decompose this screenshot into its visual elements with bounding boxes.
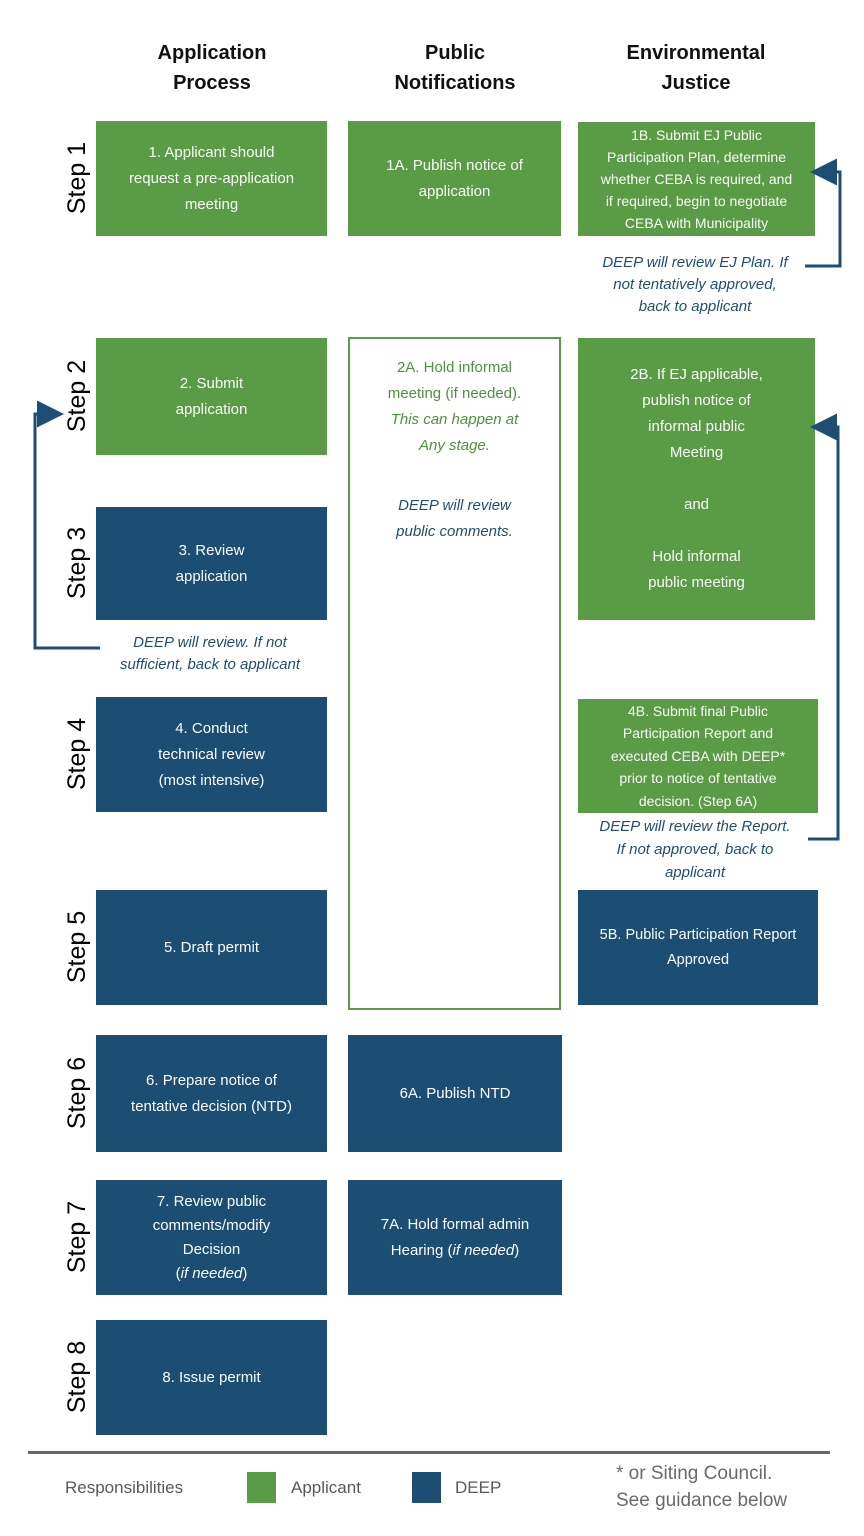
note-deep-will-review: DEEP will review. If not sufficient, bac… [119, 634, 301, 673]
legend-swatch-applicant [247, 1472, 276, 1503]
process-box-6: 6. Prepare notice of tentative decision … [96, 1035, 327, 1152]
column-header-environmental-justice: Environmental Justice [586, 38, 806, 98]
process-box-4: 4. Conduct technical review (most intens… [96, 697, 327, 812]
box-2a-green-text: 2A. Hold informal meeting (if needed). T… [387, 359, 522, 454]
process-box-2a: 2A. Hold informal meeting (if needed). T… [348, 337, 561, 1010]
process-box-3: 3. Review application [96, 507, 327, 620]
step-label-4: Step 4 [63, 717, 91, 791]
legend-label-applicant: Applicant [291, 1478, 361, 1497]
box-7-if-needed-line: (if needed) [175, 1264, 248, 1282]
header-line: Process [173, 72, 251, 94]
step-label-1: Step 1 [63, 141, 91, 215]
legend-swatch-deep [412, 1472, 441, 1503]
column-header-application-process: Application Process [102, 38, 322, 98]
step-label-2: Step 2 [63, 359, 91, 433]
process-box-7a: 7A. Hold formal admin Hearing (if needed… [348, 1180, 562, 1295]
step-label-5: Step 5 [63, 910, 91, 984]
header-line: Environmental [626, 42, 766, 64]
note-deep-review-comments: DEEP will review public comments. [396, 497, 513, 540]
column-header-public-notifications: Public Notifications [345, 38, 565, 98]
process-box-1a: 1A. Publish notice of application [348, 121, 561, 236]
process-box-1: 1. Applicant should request a pre-applic… [96, 121, 327, 236]
process-box-1b: 1B. Submit EJ Public Participation Plan,… [578, 122, 815, 236]
divider-line [28, 1451, 830, 1454]
process-box-5b: 5B. Public Participation Report Approved [578, 890, 818, 1005]
header-line: Justice [661, 72, 731, 94]
process-box-6a: 6A. Publish NTD [348, 1035, 562, 1152]
process-box-4b: 4B. Submit final Public Participation Re… [578, 699, 818, 813]
process-box-8: 8. Issue permit [96, 1320, 327, 1435]
header-line: Public [424, 42, 485, 64]
note-ej-plan-review: DEEP will review EJ Plan. If not tentati… [602, 254, 788, 315]
header-line: Notifications [394, 72, 516, 94]
header-line: Application [157, 42, 267, 64]
step-label-8: Step 8 [63, 1340, 91, 1414]
step-label-7: Step 7 [63, 1200, 91, 1274]
process-box-7: 7. Review public comments/modify Decisio… [96, 1180, 327, 1295]
process-box-2: 2. Submit application [96, 338, 327, 455]
box-7a-hearing-line: Hearing (if needed) [390, 1241, 520, 1259]
note-report-review: DEEP will review the Report. If not appr… [599, 818, 791, 881]
process-box-2b: 2B. If EJ applicable, publish notice of … [578, 338, 815, 620]
legend-footnote: * or Siting Council. See guidance below [616, 1463, 788, 1511]
step-label-6: Step 6 [63, 1056, 91, 1130]
legend-title: Responsibilities [65, 1478, 184, 1497]
legend-label-deep: DEEP [455, 1478, 502, 1497]
step-label-3: Step 3 [63, 526, 91, 600]
process-box-5: 5. Draft permit [96, 890, 327, 1005]
